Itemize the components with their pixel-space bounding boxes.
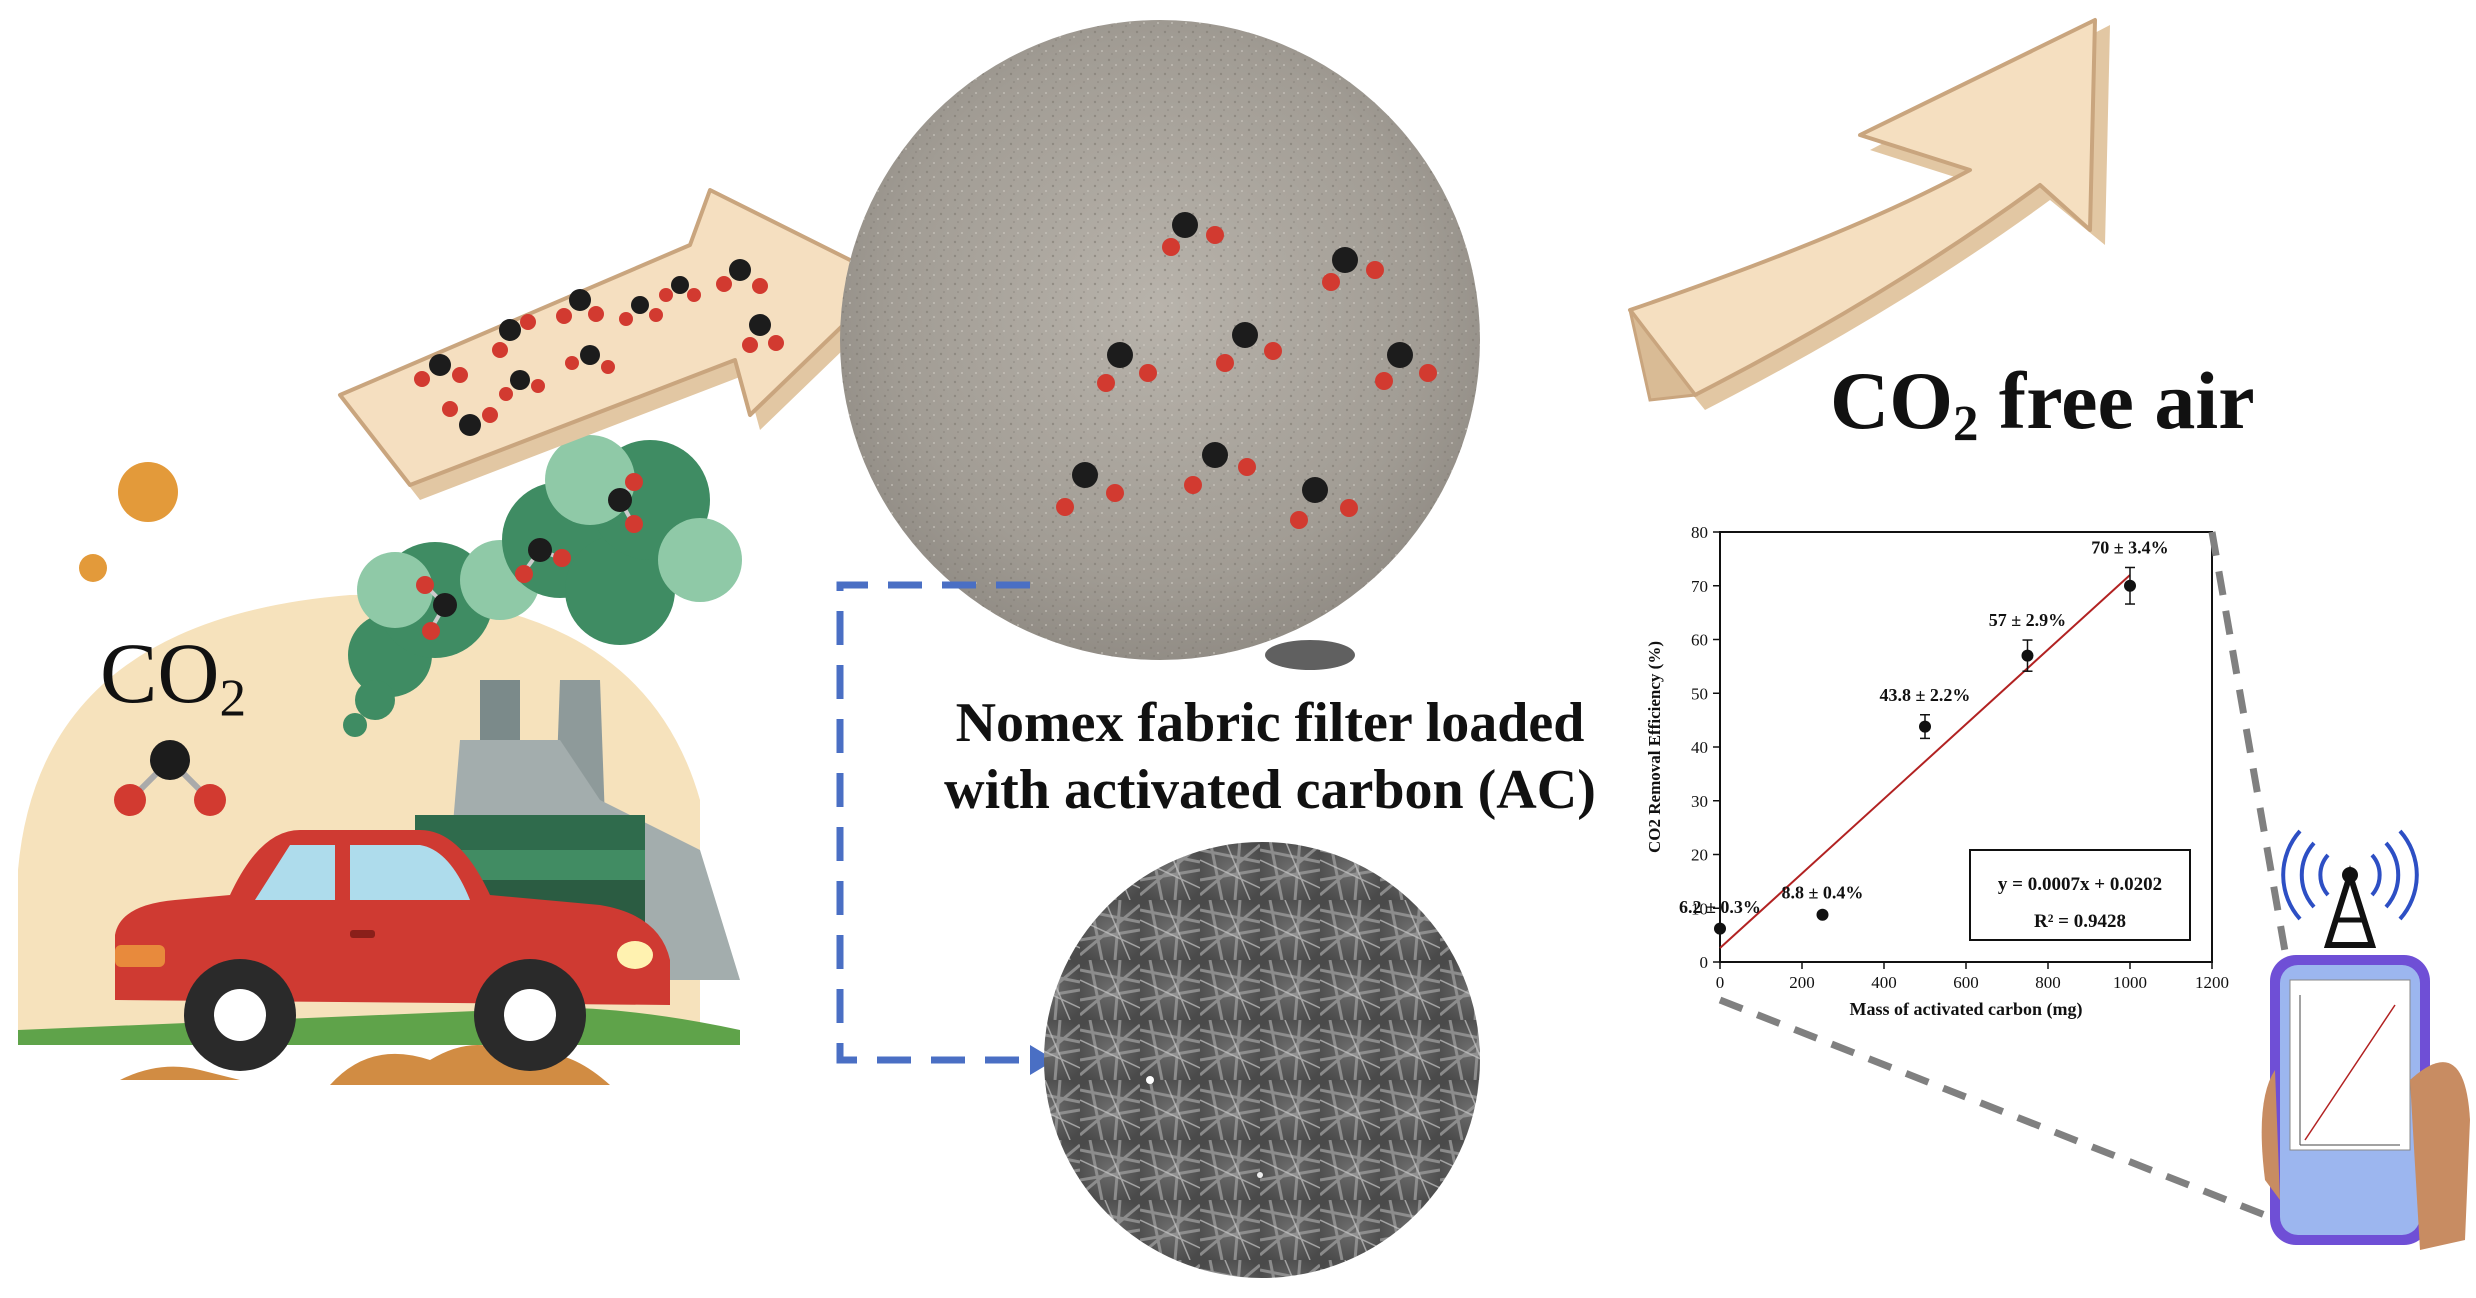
co2-molecules-smoke xyxy=(416,473,643,640)
x-tick-label: 200 xyxy=(1789,973,1815,992)
smoke-clouds xyxy=(343,435,742,737)
dirt-mound-2 xyxy=(120,1066,240,1080)
x-tick-label: 800 xyxy=(2035,973,2061,992)
sem-fiber-image xyxy=(1044,842,1480,1278)
clean-air-arrow xyxy=(1628,18,2110,410)
fit-line xyxy=(1719,574,2131,949)
y-tick-label: 20 xyxy=(1691,846,1708,865)
y-tick-label: 0 xyxy=(1700,953,1709,972)
x-tick-label: 1200 xyxy=(2195,973,2229,992)
y-tick-label: 40 xyxy=(1691,738,1708,757)
dashed-link-arrow xyxy=(836,581,1040,1064)
co2-free-text: CO xyxy=(1830,355,1953,446)
data-point xyxy=(2021,649,2034,662)
filter-caption-line2: with activated carbon (AC) xyxy=(944,759,1596,822)
y-tick-label: 30 xyxy=(1691,792,1708,811)
x-tick-label: 400 xyxy=(1871,973,1897,992)
signal-tower-icon xyxy=(2281,829,2419,948)
data-label: 6.2 ± 0.3% xyxy=(1679,897,1761,917)
y-tick-label: 80 xyxy=(1691,523,1708,542)
data-point xyxy=(1714,922,1726,935)
filter-co2-molecules xyxy=(1056,212,1437,529)
co2-source-subscript: 2 xyxy=(219,667,247,728)
orange-dot-small xyxy=(79,554,107,582)
y-tick-label: 50 xyxy=(1691,684,1708,703)
data-point xyxy=(1816,908,1829,921)
y-axis-title: CO2 Removal Efficiency (%) xyxy=(1645,641,1664,853)
filter-caption: Nomex fabric filter loaded with activate… xyxy=(900,690,1640,824)
y-tick-label: 60 xyxy=(1691,631,1708,650)
y-tick-label: 70 xyxy=(1691,577,1708,596)
x-tick-label: 1000 xyxy=(2113,973,2147,992)
zoom-lines xyxy=(1718,531,2294,1229)
co2-removal-chart: 0 200 400 600 800 1000 1200 0 10 20 30 40 50 60 70 80 6… xyxy=(1679,523,2229,992)
data-label: 70 ± 3.4% xyxy=(2091,537,2168,557)
equation-box xyxy=(1969,849,2191,941)
data-label: 8.8 ± 0.4% xyxy=(1782,883,1864,903)
co2-source-text: CO xyxy=(100,625,220,721)
co2-free-air-label: CO2 free air xyxy=(1830,360,2255,450)
data-point xyxy=(1919,720,1931,733)
co2-source-label: CO2 xyxy=(100,630,246,725)
x-tick-label: 0 xyxy=(1716,973,1725,992)
x-axis-title: Mass of activated carbon (mg) xyxy=(1850,999,2083,1020)
y-tick-label: 10 xyxy=(1691,899,1708,918)
co2-free-subscript: 2 xyxy=(1953,395,1979,452)
dashed-link-arrowhead xyxy=(1030,1045,1055,1075)
arrow-co2-molecules xyxy=(414,259,784,436)
pollution-scene xyxy=(18,435,742,1085)
data-point xyxy=(2124,579,2136,592)
x-tick-label: 600 xyxy=(1953,973,1979,992)
nomex-filter-photo xyxy=(840,20,1480,670)
data-label: 57 ± 2.9% xyxy=(1989,610,2066,630)
filter-caption-line1: Nomex fabric filter loaded xyxy=(955,692,1585,754)
smartphone-icon xyxy=(2261,955,2470,1250)
co2-free-rest: free air xyxy=(1978,355,2255,446)
orange-dot-large xyxy=(118,462,178,522)
fit-equation: y = 0.0007x + 0.0202 xyxy=(1998,874,2162,895)
co2-molecule-source xyxy=(114,740,226,816)
data-label: 43.8 ± 2.2% xyxy=(1880,685,1971,705)
car-icon xyxy=(115,830,670,1071)
fit-r2: R² = 0.9428 xyxy=(2034,911,2126,932)
